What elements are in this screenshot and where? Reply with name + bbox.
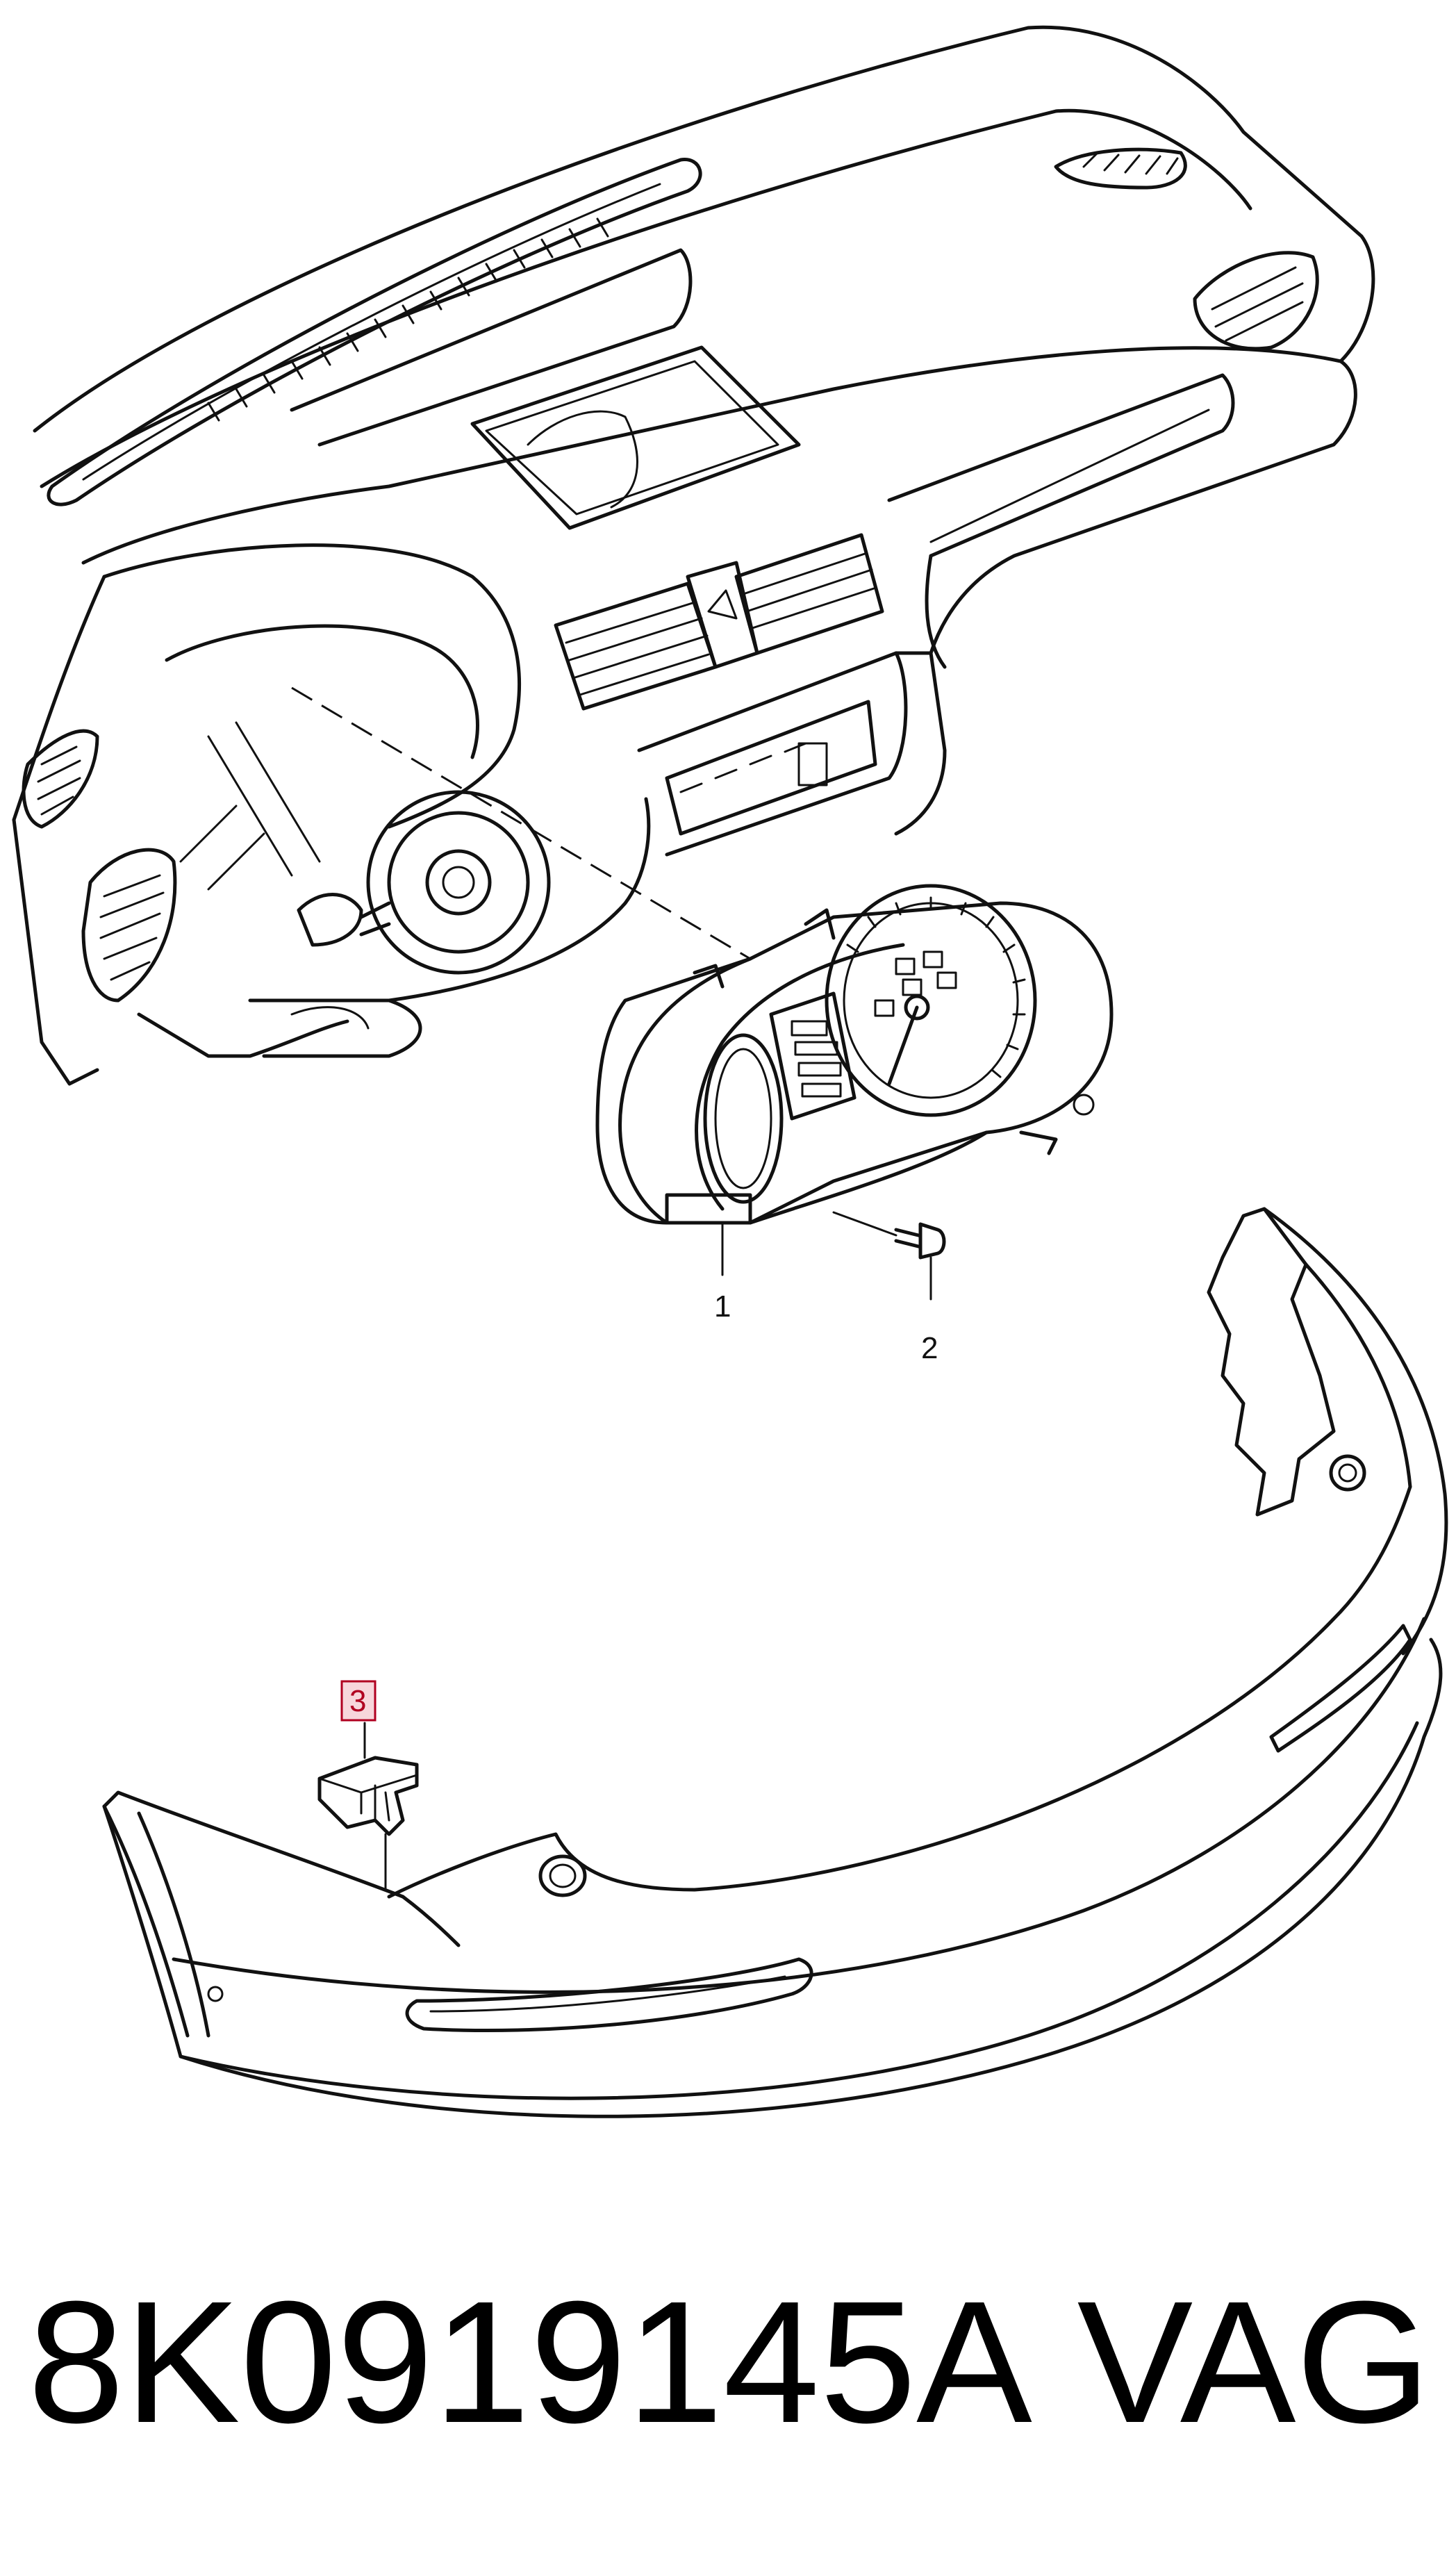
callout-3-box: [340, 1680, 377, 1722]
brand-label: VAG: [1077, 2265, 1431, 2459]
retaining-clip: [317, 1756, 419, 1836]
screw: [832, 1211, 946, 1260]
footer: 8K0919145A VAG: [28, 2258, 1431, 2466]
callout-3: 3: [349, 1684, 366, 1718]
part-number: 8K0919145A: [28, 2265, 1032, 2459]
callout-1: 1: [714, 1289, 731, 1324]
rear-bumper-illustration: [102, 1207, 1448, 2118]
instrument-cluster: [595, 884, 1114, 1225]
callout-2: 2: [921, 1331, 938, 1365]
assembly-guide-line: [291, 686, 751, 960]
dashboard-illustration: [12, 25, 1375, 1086]
